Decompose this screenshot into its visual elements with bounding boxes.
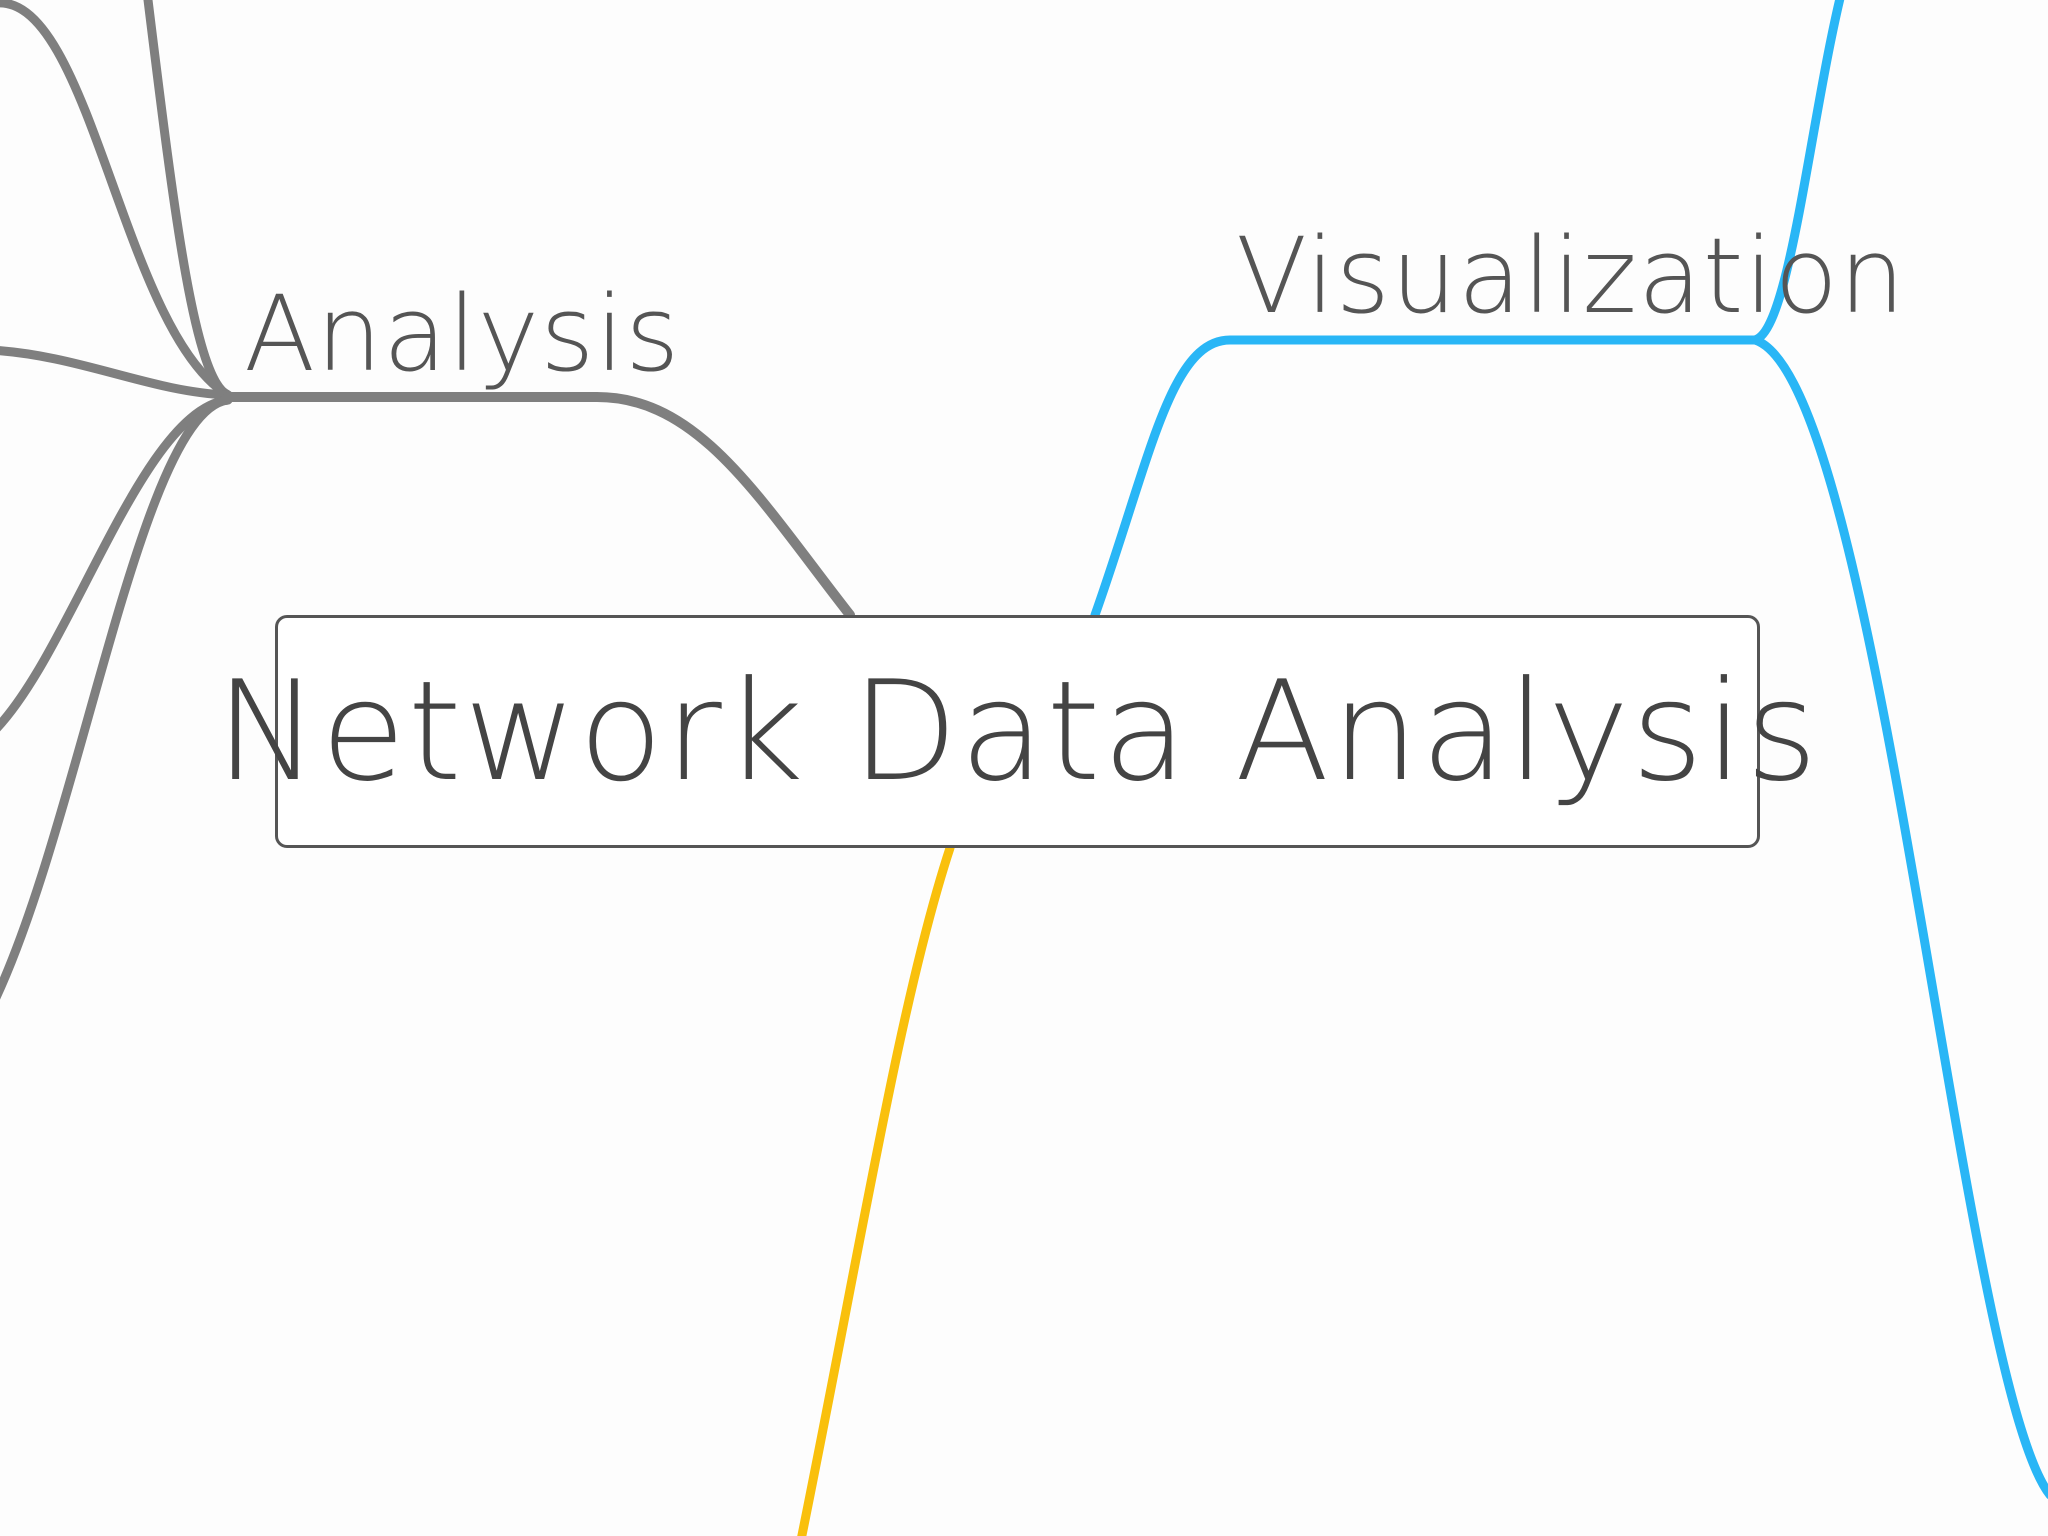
central-topic-title: Network Data Analysis xyxy=(215,650,1820,812)
analysis-sub-branch-middle xyxy=(0,346,233,400)
analysis-sub-branch-top-curve xyxy=(0,0,233,400)
branch-label-analysis[interactable]: Analysis xyxy=(244,273,681,395)
visualization-sub-branch-down xyxy=(1750,335,2048,1500)
branch-label-visualization[interactable]: Visualization xyxy=(1236,215,1906,337)
analysis-sub-branch-bottom xyxy=(0,395,233,1000)
central-topic-node[interactable]: Network Data Analysis xyxy=(216,615,1818,848)
analysis-sub-branch-lower xyxy=(0,395,233,732)
analysis-sub-branch-top-straight xyxy=(143,0,233,400)
visualization-sub-branch-up xyxy=(1750,0,1845,345)
yellow-branch-connector xyxy=(797,843,955,1536)
visualization-branch-connector xyxy=(1090,335,1760,620)
analysis-branch-connector xyxy=(223,392,855,620)
